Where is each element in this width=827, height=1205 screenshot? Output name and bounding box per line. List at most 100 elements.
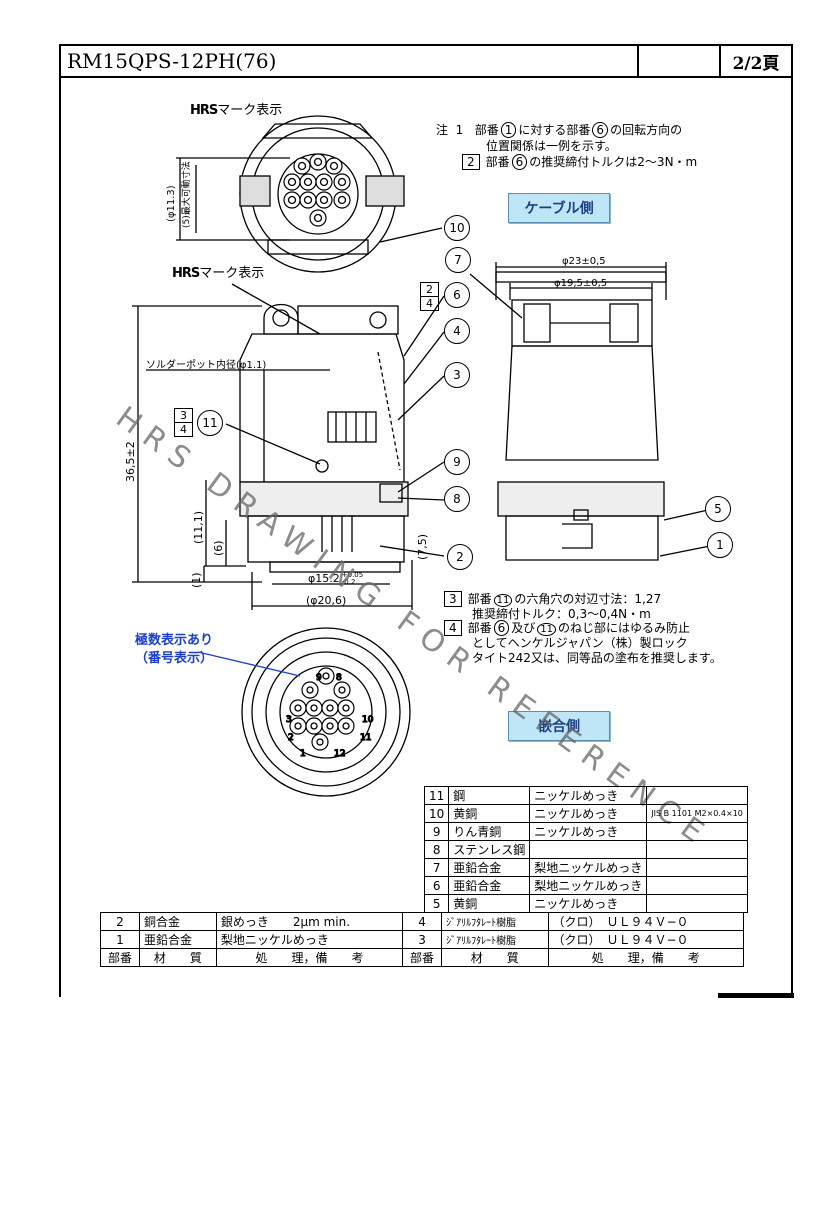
hrs-mark-top: HRSマーク表示: [190, 103, 283, 118]
mating-pin-hole: [326, 722, 334, 730]
callout-4: 4: [444, 318, 470, 344]
bom-no: 7: [423, 858, 450, 877]
bom-no: 5: [423, 894, 450, 913]
mating-pin-hole: [316, 738, 324, 746]
cable-side-view: [495, 271, 667, 561]
mating-pin-label: 8: [336, 673, 342, 683]
callout-6: 6: [444, 282, 470, 308]
drawing-frame: [59, 44, 793, 997]
title-blank-cell: [639, 46, 721, 76]
top-pin-hole: [287, 177, 297, 187]
top-pin: [299, 173, 317, 191]
bom-no: 3: [402, 930, 443, 949]
bom-no: 4: [402, 912, 443, 931]
bom-material: 黄銅: [448, 804, 531, 823]
callout-1: 1: [707, 532, 733, 558]
mating-pin: [305, 699, 323, 717]
mating-pin-label: 2: [288, 733, 294, 743]
bom-treatment: ニッケルめっき: [529, 894, 648, 913]
bom-no: 6: [423, 876, 450, 895]
top-pin: [315, 173, 333, 191]
note3-ref: 11: [493, 594, 513, 607]
mating-pin-label: 3: [286, 715, 292, 725]
mating-pin: [333, 681, 351, 699]
callout-3: 3: [444, 362, 470, 388]
mating-pin: [289, 699, 307, 717]
bom-remark: [646, 786, 748, 805]
bom-treatment: ニッケルめっき: [529, 822, 648, 841]
bom-material: ｼﾞｱﾘﾙﾌﾀﾚｰﾄ樹脂: [441, 930, 549, 949]
frame-corner-bar: [718, 993, 794, 998]
note1-ref1: 1: [500, 122, 517, 138]
mating-pin-label: 11: [360, 733, 371, 743]
bom-no: 11: [423, 786, 450, 805]
mating-pin: [289, 717, 307, 735]
bom-remark: [646, 840, 748, 859]
top-pin-hole: [319, 195, 329, 205]
callout-2: 2: [447, 544, 473, 570]
bom-header-no: 部番: [100, 948, 140, 967]
note2-ref: 6: [511, 154, 528, 170]
dim-h7-5: (7,5): [416, 533, 429, 560]
mating-pin-label: 9: [316, 673, 322, 683]
note-3-line2: 推奨締付トルク：0,3～0,4N・m: [472, 607, 651, 621]
page-number: 2/2頁: [732, 53, 780, 74]
bom-treatment: 梨地ニッケルめっき: [215, 930, 404, 949]
bom-material: 黄銅: [448, 894, 531, 913]
bom-material: 銅合金: [139, 912, 217, 931]
dim-h11: (11,1): [192, 510, 205, 544]
bom-material: 亜鉛合金: [448, 858, 531, 877]
bom-remark: JIS B 1101 M2×0.4×10: [646, 804, 748, 823]
bom-header-no: 部番: [402, 948, 443, 967]
bom-no: 2: [100, 912, 140, 931]
bom-material: 鋼: [448, 786, 531, 805]
mating-pin-label: 1: [300, 749, 306, 759]
bom-remark: [646, 876, 748, 895]
top-end-view: [239, 115, 405, 273]
bom-treatment: （クロ） ＵＬ９４Ｖ−０: [547, 912, 744, 931]
bom-treatment: ニッケルめっき: [529, 786, 648, 805]
bom-treatment: 梨地ニッケルめっき: [529, 858, 648, 877]
bom-header-row: 部番材 質処 理，備 考部番材 質処 理，備 考: [100, 948, 744, 967]
bom-no: 10: [423, 804, 450, 823]
callout-11: 11: [197, 410, 223, 436]
mating-pin-hole: [310, 704, 318, 712]
bom-material: ステンレス鋼: [448, 840, 531, 859]
mating-pin: [321, 717, 339, 735]
mating-pin: [305, 717, 323, 735]
dim-d15: φ15.2+0.05-0.2: [308, 571, 364, 586]
dim-h1: (1): [190, 572, 203, 588]
bom-material: 亜鉛合金: [139, 930, 217, 949]
bom-treatment: [529, 840, 648, 859]
top-pin-hole: [319, 177, 329, 187]
note-4-line3: タイト242又は、同等品の塗布を推奨します。: [472, 651, 722, 665]
top-pin: [309, 153, 327, 171]
solder-pot-label: ソルダーポット内径(φ1.1): [146, 360, 267, 371]
bom-remark: [646, 894, 748, 913]
mating-pin-hole: [310, 722, 318, 730]
bom-header-material: 材 質: [441, 948, 549, 967]
note1-ref2: 6: [592, 122, 609, 138]
mating-pin: [337, 717, 355, 735]
bom-material: ｼﾞｱﾘﾙﾌﾀﾚｰﾄ樹脂: [441, 912, 549, 931]
top-pin: [283, 173, 301, 191]
bom-header-treatment: 処 理，備 考: [215, 948, 404, 967]
mating-pin-hole: [306, 686, 314, 694]
top-pin: [293, 157, 311, 175]
mating-pin-hole: [342, 704, 350, 712]
mating-pin: [311, 733, 329, 751]
dim-max: (5)最大可動寸法: [182, 161, 192, 228]
bom-treatment: 銀めっき 2μm min.: [215, 912, 404, 931]
hrs-logo-text: HRS: [190, 103, 218, 118]
